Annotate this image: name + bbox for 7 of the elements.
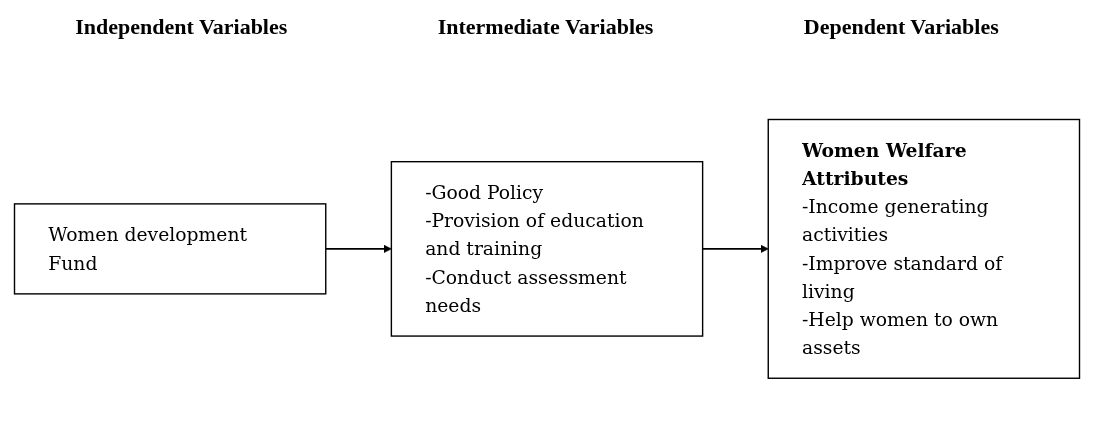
node-box xyxy=(390,161,704,337)
node-box xyxy=(13,203,327,295)
column-heading: Dependent Variables xyxy=(803,14,999,41)
column-heading: Independent Variables xyxy=(75,14,288,41)
node-box xyxy=(767,118,1081,380)
flow-diagram: Women development Fund -Good Policy -Provision of education and training -Conduct assessment needs Women Welfare Attributes -Income generating activities -Improve standard of living -Help women to own assets xyxy=(7,112,1087,386)
column-heading: Intermediate Variables xyxy=(437,14,654,41)
